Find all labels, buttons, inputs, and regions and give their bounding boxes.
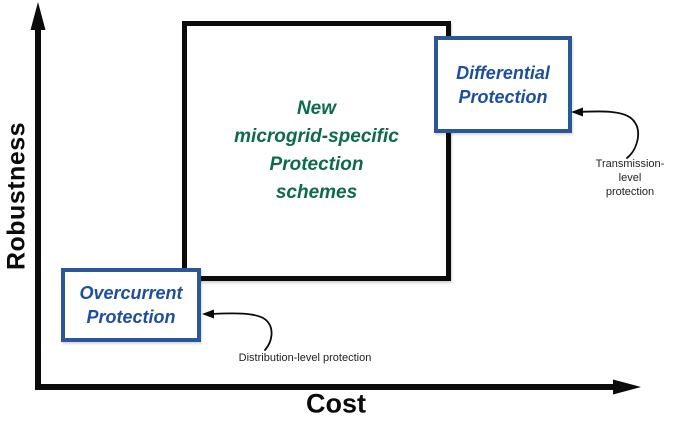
differential-protection-box: Differential Protection xyxy=(434,36,572,133)
distribution-arrow xyxy=(202,309,273,351)
overcurrent-protection-label: Overcurrent Protection xyxy=(79,283,183,327)
transmission-annotation: Transmission-level protection xyxy=(595,158,665,198)
y-axis-arrowhead-icon xyxy=(30,2,46,30)
transmission-arrow xyxy=(571,107,640,159)
distribution-annotation: Distribution-level protection xyxy=(238,352,372,364)
y-axis xyxy=(30,2,46,388)
overcurrent-protection-box: Overcurrent Protection xyxy=(61,268,201,342)
x-axis-label: Cost xyxy=(306,388,366,419)
distribution-arrowhead-icon xyxy=(202,309,214,319)
transmission-arrowhead-icon xyxy=(571,107,583,117)
new-schemes-label: New microgrid-specific Protection scheme… xyxy=(234,98,399,203)
y-axis-label: Robustness xyxy=(2,121,31,271)
distribution-arrow-curve xyxy=(209,312,273,351)
new-schemes-box: New microgrid-specific Protection scheme… xyxy=(182,21,451,281)
x-axis-arrowhead-icon xyxy=(613,379,641,395)
differential-protection-label: Differential Protection xyxy=(456,62,550,107)
transmission-arrow-curve xyxy=(578,110,640,159)
